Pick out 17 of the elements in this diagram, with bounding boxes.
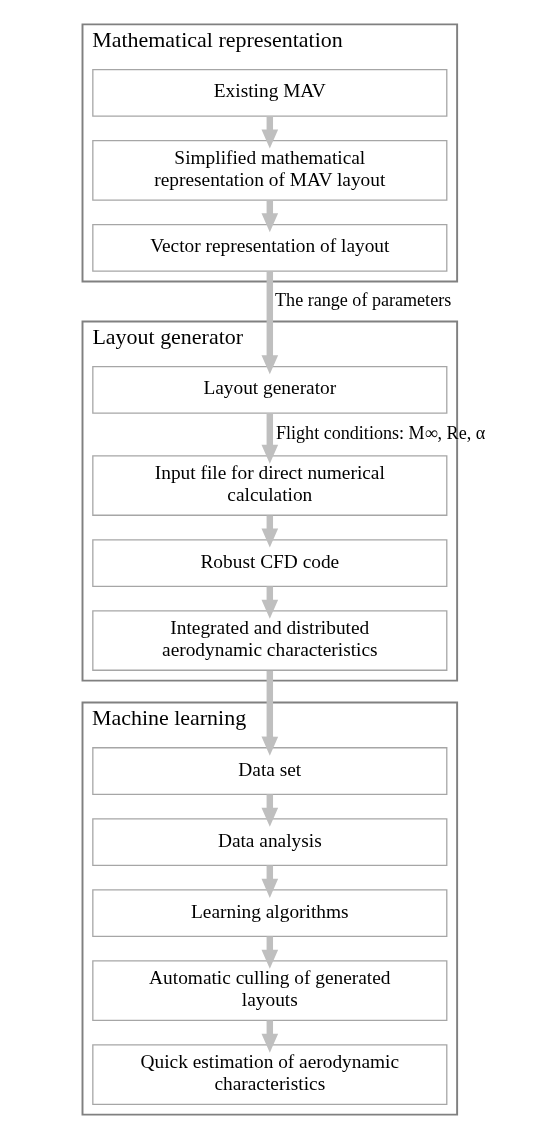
node-box: Learning algorithms — [91, 889, 447, 937]
node-box: Layout generator — [91, 366, 447, 414]
edge-label: Flight conditions: M∞, Re, α — [275, 423, 485, 444]
node-box: Quick estimation of aerodynamic characteristics — [91, 1044, 447, 1105]
arrow — [261, 271, 278, 375]
node-box: Existing MAV — [91, 68, 447, 117]
arrow — [261, 670, 278, 756]
node-box: Input file for direct numerical calculation — [91, 455, 447, 516]
node-box: Simplified mathematical representation of MAV layout — [91, 139, 447, 201]
node-box: Data set — [91, 747, 447, 795]
edge-label: The range of parameters — [274, 290, 451, 311]
node-box: Data analysis — [91, 818, 447, 866]
arrow — [261, 413, 278, 464]
node-box: Integrated and distributed aerodynamic characteristics — [91, 610, 447, 671]
node-box: Vector representation of layout — [91, 223, 447, 272]
node-box: Automatic culling of generated layouts — [91, 960, 447, 1021]
node-box: Robust CFD code — [91, 539, 447, 587]
